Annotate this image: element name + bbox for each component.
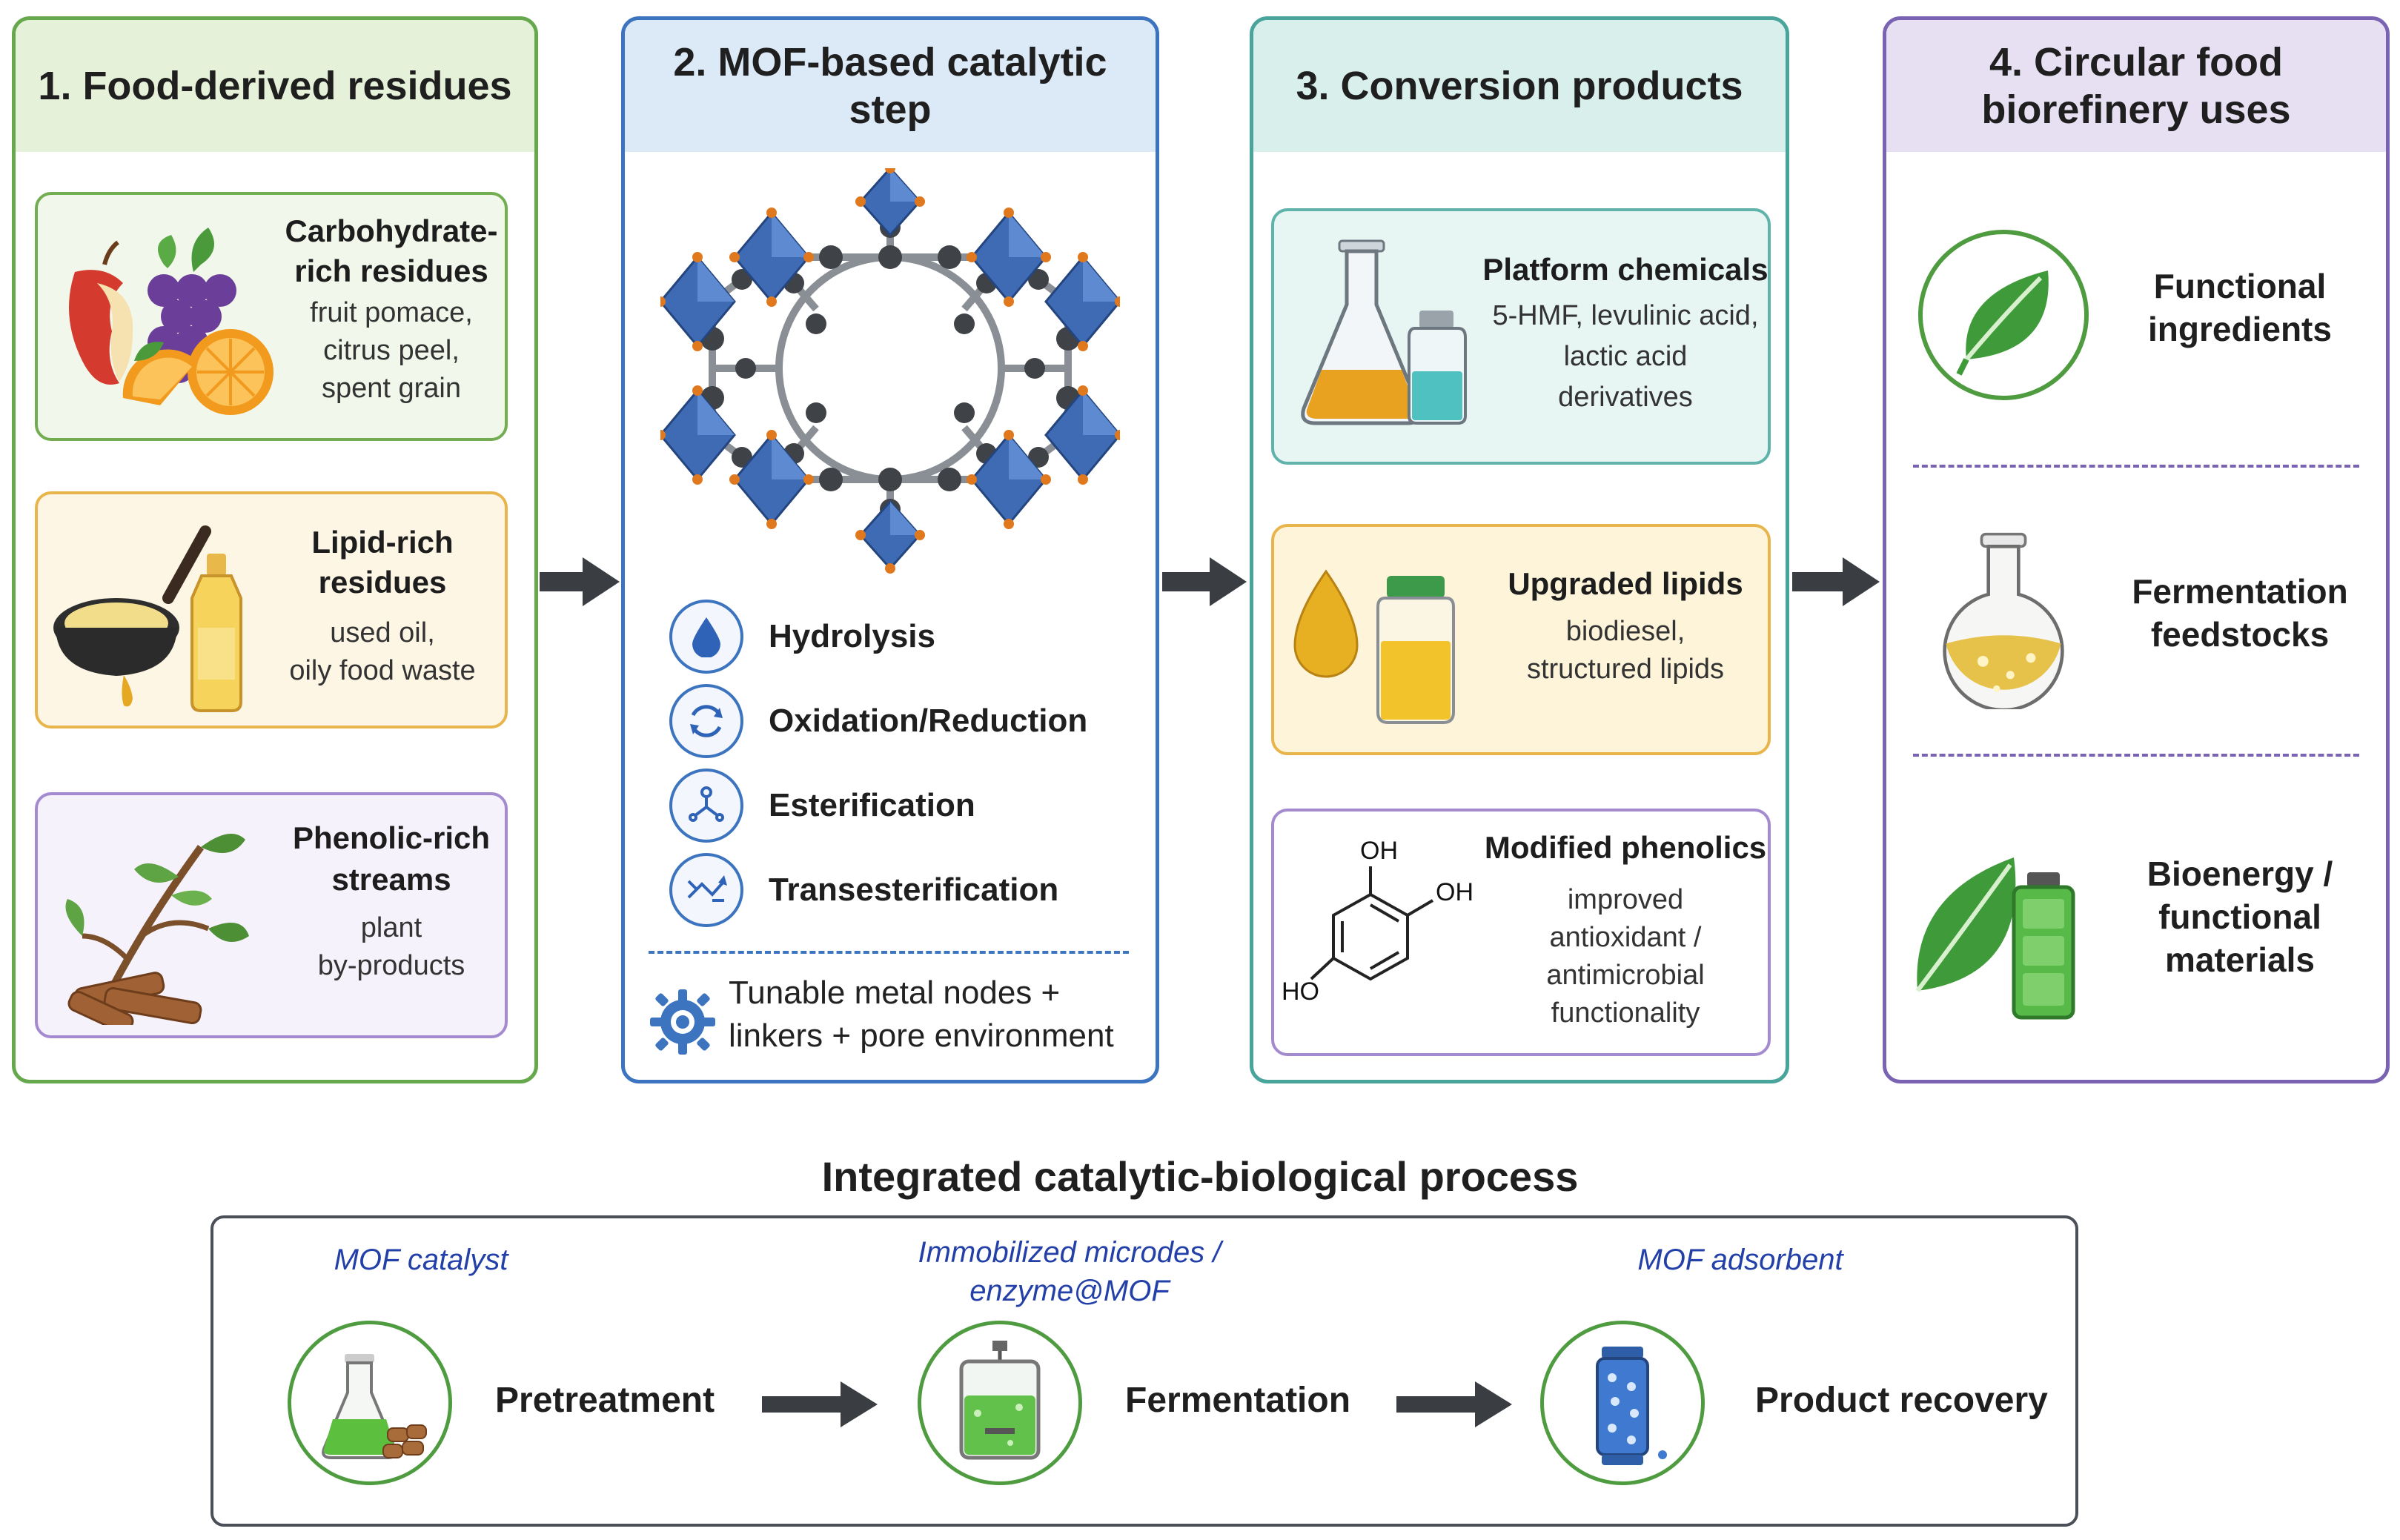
plant-wood-icon	[65, 834, 249, 1025]
card-carbohydrate: Carbohydrate-rich residues fruit pomace,…	[35, 192, 508, 441]
column-mof-catalytic-step: 2. MOF-based catalytic step	[621, 16, 1159, 1083]
step-label: Pretreatment	[495, 1381, 715, 1420]
water-drop-icon	[669, 600, 743, 674]
card-title: Phenolic-rich streams	[292, 820, 491, 897]
card-subtitle-line: improved	[1567, 884, 1684, 915]
flow-arrow	[762, 1381, 878, 1427]
oil-drop-jar-icon	[1293, 569, 1455, 724]
card-title: Upgraded lipids	[1508, 566, 1743, 601]
divider	[649, 951, 1129, 954]
card-subtitle-line: functionality	[1551, 998, 1700, 1029]
column-title: 4. Circular food biorefinery uses	[1886, 20, 2386, 152]
mechanism-label: Transesterification	[769, 872, 1059, 908]
divider	[1913, 754, 2359, 757]
column-title: 3. Conversion products	[1253, 20, 1786, 152]
card-subtitle-line: spent grain	[321, 373, 461, 404]
mechanism-hydrolysis: Hydrolysis	[669, 600, 1144, 674]
adsorbent-column-icon	[1540, 1321, 1705, 1485]
use-fermentation-feedstocks: Fermentation feedstocks	[1886, 509, 2386, 717]
note-line: linkers + pore environment	[729, 1018, 1114, 1054]
card-subtitle-line: plant	[360, 912, 422, 943]
use-label: Fermentation feedstocks	[2132, 572, 2348, 654]
round-flask-icon	[1943, 532, 2064, 709]
mechanism-label: Hydrolysis	[769, 618, 935, 654]
oh-label: OH	[1436, 878, 1474, 906]
ho-label: HO	[1282, 978, 1319, 1006]
card-title: Lipid-rich residues	[311, 525, 454, 600]
note-line: Tunable metal nodes +	[729, 975, 1061, 1011]
mechanism-label: Esterification	[769, 787, 975, 823]
process-title: Integrated catalytic-biological process	[821, 1153, 1579, 1200]
flow-arrow	[1162, 557, 1247, 606]
card-title: Modified phenolics	[1484, 830, 1767, 865]
card-subtitle-line: biodiesel,	[1565, 616, 1685, 647]
card-subtitle-line: 5-HMF, levulinic acid,	[1492, 300, 1759, 331]
card-subtitle-line: lactic acid	[1563, 341, 1688, 372]
column-title: 1. Food-derived residues	[16, 20, 534, 152]
card-subtitle-line: by-products	[317, 950, 465, 981]
frying-pan-oil-icon	[53, 525, 242, 712]
mechanism-oxidation-reduction: Oxidation/Reduction	[669, 684, 1144, 758]
mechanism-transesterification: Transesterification	[669, 853, 1144, 927]
card-subtitle-line: antimicrobial	[1546, 960, 1705, 991]
flow-arrow	[1396, 1381, 1512, 1427]
card-subtitle-line: fruit pomace,	[310, 297, 473, 328]
use-label: Bioenergy / functional materials	[2147, 854, 2333, 979]
tunable-note: Tunable metal nodes + linkers + pore env…	[647, 970, 1144, 1066]
fruit-icon	[69, 228, 274, 415]
phenol-molecule-icon: OH OH HO	[1282, 837, 1474, 1006]
card-subtitle-line: structured lipids	[1526, 654, 1725, 685]
process-panel: MOF catalyst Pretreatment Immobilized mi…	[211, 1215, 2078, 1527]
card-platform-chemicals: Platform chemicals 5-HMF, levulinic acid…	[1271, 208, 1771, 465]
leaf-icon	[1918, 230, 2089, 400]
card-subtitle-line: antioxidant /	[1549, 922, 1702, 953]
column-title: 2. MOF-based catalytic step	[625, 20, 1156, 152]
step-tag: MOF catalyst	[334, 1244, 508, 1276]
use-bioenergy-materials: Bioenergy / functional materials	[1886, 806, 2386, 1028]
card-subtitle-line: oily food waste	[289, 655, 476, 686]
mechanism-esterification: Esterification	[669, 769, 1144, 843]
card-subtitle-line: used oil,	[330, 617, 435, 648]
mof-structure-icon	[660, 168, 1120, 574]
process-step-pretreatment: MOF catalyst Pretreatment	[213, 1218, 806, 1530]
card-lipid: Lipid-rich residues used oil, oily food …	[35, 491, 508, 728]
column-conversion-products: 3. Conversion products Platform chemical…	[1250, 16, 1789, 1083]
process-step-product-recovery: MOF adsorbent Product recovery	[1459, 1218, 2078, 1522]
beaker-pellets-icon	[288, 1321, 452, 1485]
flask-bottle-icon	[1301, 239, 1467, 425]
gear-icon	[650, 989, 715, 1055]
flow-arrow	[1792, 557, 1880, 606]
step-label: Fermentation	[1125, 1381, 1351, 1420]
exchange-arrows-icon	[669, 853, 743, 927]
bioreactor-icon	[918, 1321, 1082, 1485]
step-label: Product recovery	[1755, 1381, 2048, 1420]
use-functional-ingredients: Functional ingredients	[1886, 204, 2386, 411]
cycle-arrows-icon	[669, 684, 743, 758]
card-subtitle-line: derivatives	[1558, 382, 1693, 413]
card-upgraded-lipids: Upgraded lipids biodiesel, structured li…	[1271, 524, 1771, 755]
oh-label: OH	[1360, 837, 1398, 865]
card-modified-phenolics: OH OH HO Modified phenolics improved ant…	[1271, 809, 1771, 1056]
use-label: Functional ingredients	[2148, 267, 2332, 348]
flow-arrow	[540, 557, 620, 606]
mechanism-label: Oxidation/Reduction	[769, 703, 1088, 739]
divider	[1913, 465, 2359, 468]
column-food-residues: 1. Food-derived residues	[12, 16, 538, 1083]
process-step-fermentation: Immobilized microdes / enzyme@MOF Fermen…	[806, 1218, 1459, 1530]
card-phenolic: Phenolic-rich streams plant by-products	[35, 792, 508, 1038]
step-tag: Immobilized microdes / enzyme@MOF	[918, 1236, 1221, 1307]
column-biorefinery-uses: 4. Circular food biorefinery uses Functi…	[1883, 16, 2390, 1083]
card-subtitle-line: citrus peel,	[323, 335, 460, 366]
step-tag: MOF adsorbent	[1637, 1244, 1843, 1276]
leaf-battery-icon	[1915, 857, 2075, 1020]
card-title: Platform chemicals	[1482, 252, 1768, 287]
molecule-icon	[669, 769, 743, 843]
card-title: Carbohydrate-rich residues	[285, 213, 498, 288]
